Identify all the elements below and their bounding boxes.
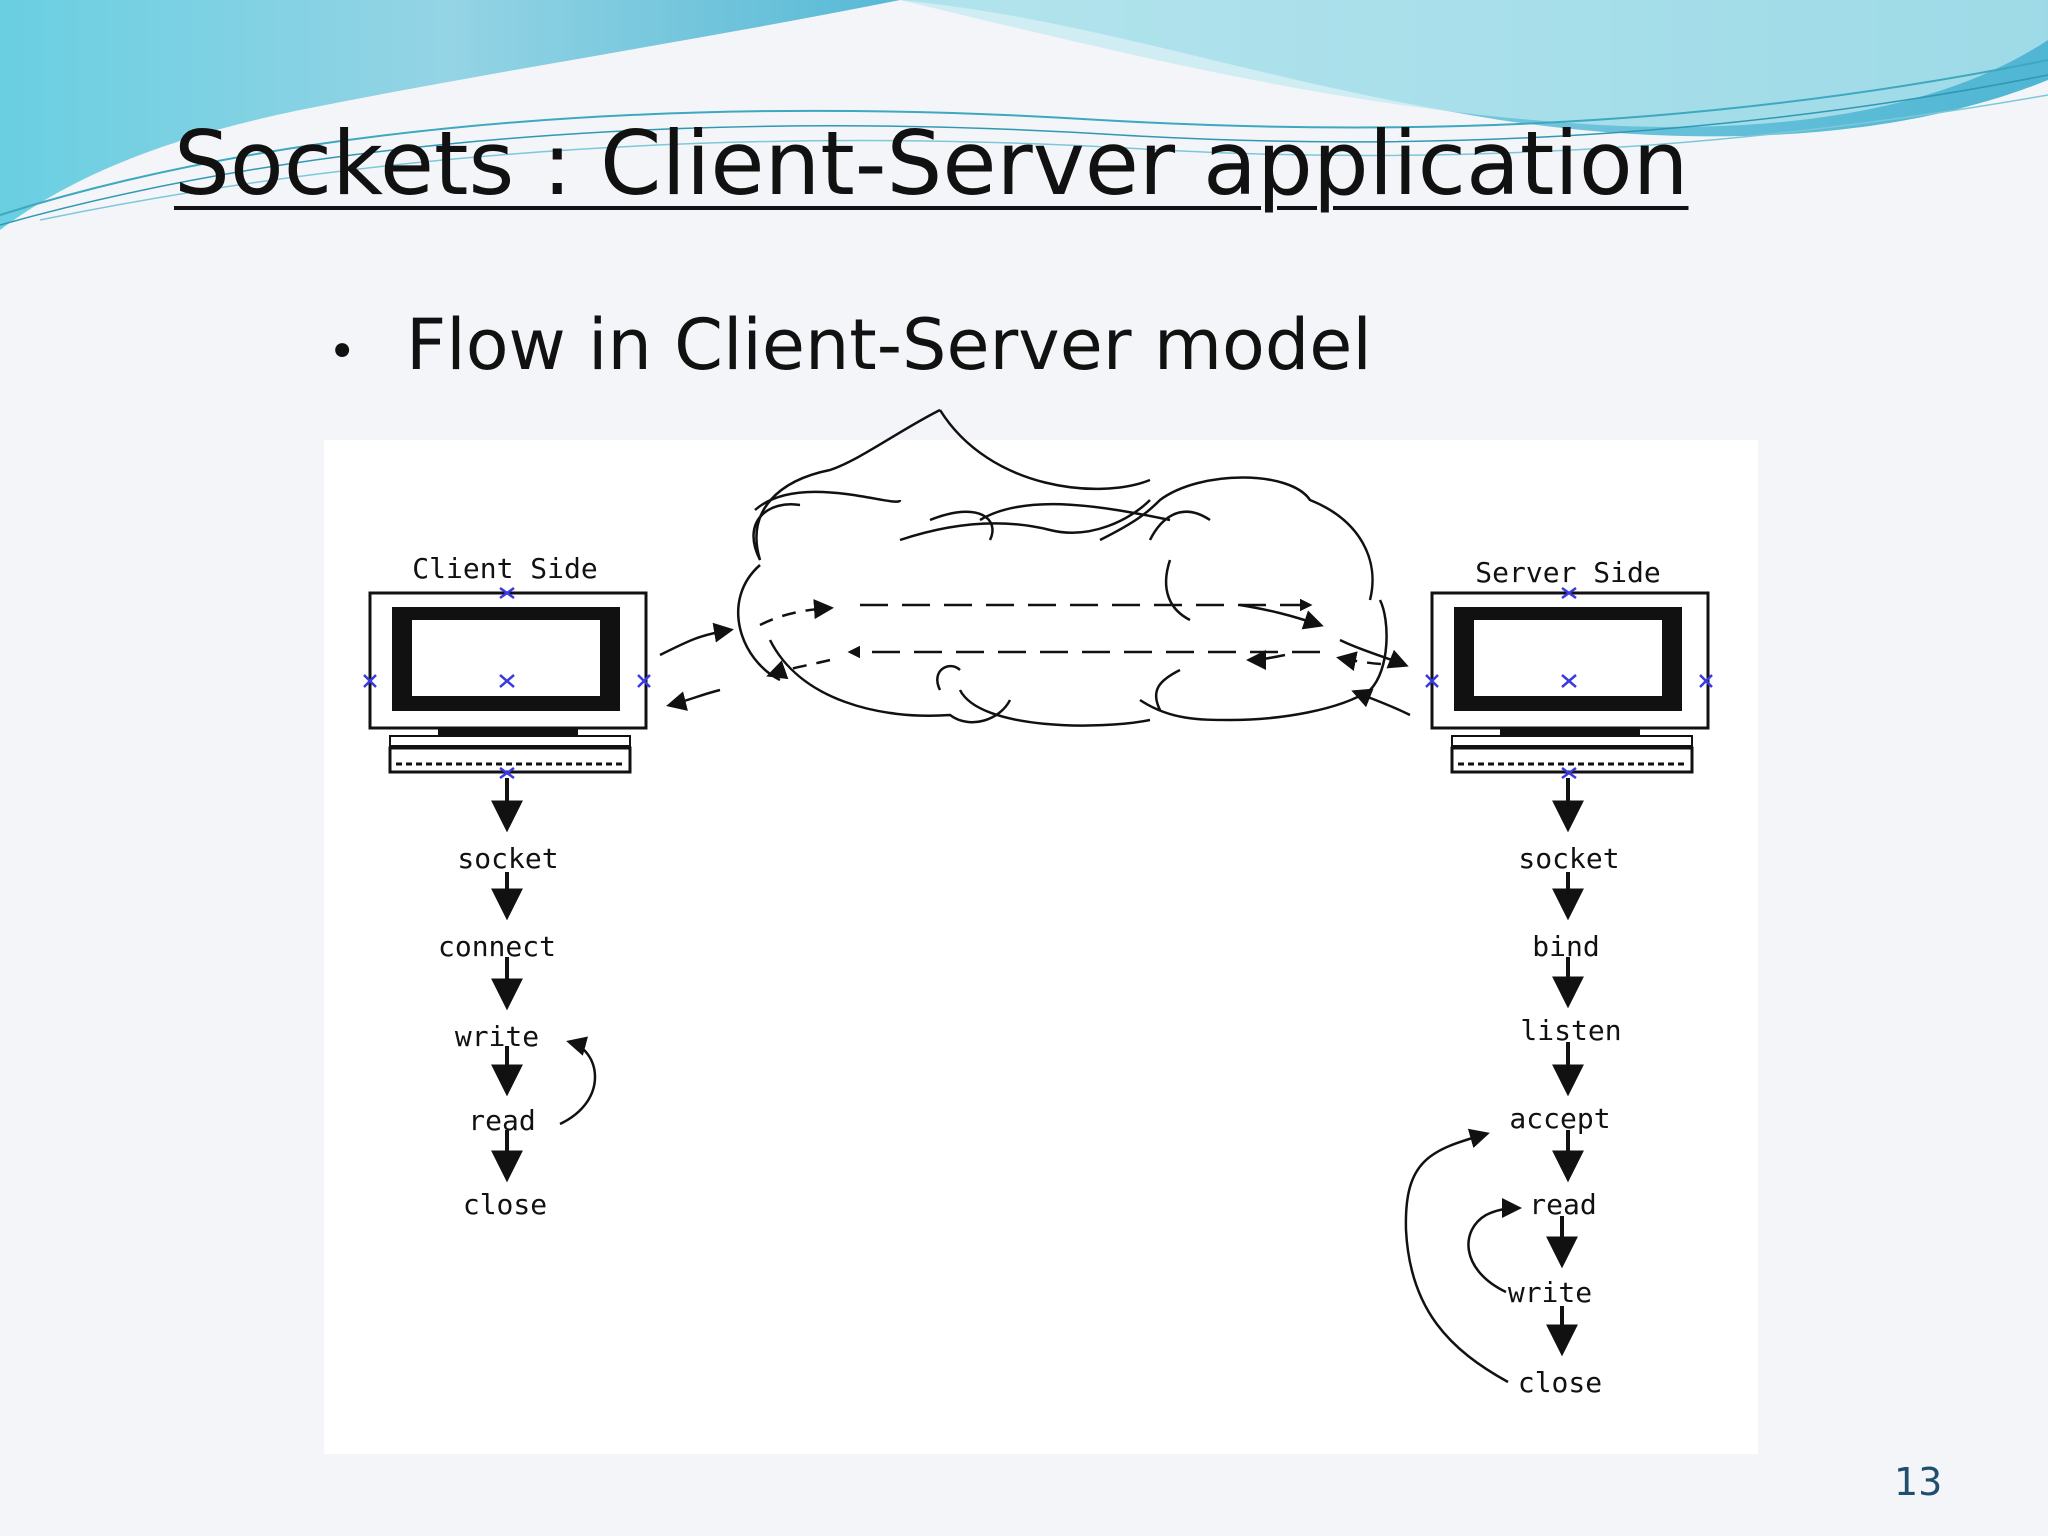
server-step: socket <box>1518 842 1619 875</box>
server-flow-arrows <box>1546 778 1584 1357</box>
network-cloud <box>736 408 1388 727</box>
page-number: 13 <box>1894 1460 1943 1504</box>
server-outer-loop-arrow <box>1404 1128 1509 1384</box>
server-computer-icon <box>1430 591 1710 774</box>
server-inner-loop-arrow <box>1467 1198 1522 1294</box>
server-selection-markers <box>1425 586 1713 780</box>
server-side-label: Server Side <box>1475 556 1660 589</box>
server-step: accept <box>1509 1102 1610 1135</box>
client-selection-markers <box>363 586 651 780</box>
client-side-label: Client Side <box>412 552 597 585</box>
server-step: read <box>1529 1188 1596 1221</box>
server-step: close <box>1518 1366 1602 1399</box>
header-wave-decoration <box>0 0 2048 230</box>
client-step: close <box>463 1188 547 1221</box>
message-arrows <box>659 598 1411 717</box>
bullet-text: Flow in Client-Server model <box>406 304 1372 386</box>
client-loop-arrow <box>559 1036 597 1126</box>
client-step: connect <box>438 930 556 963</box>
server-step: listen <box>1520 1014 1621 1047</box>
server-step: write <box>1508 1276 1592 1309</box>
client-step: read <box>468 1104 535 1137</box>
client-step: write <box>455 1020 539 1053</box>
server-step: bind <box>1532 930 1599 963</box>
client-step: socket <box>457 842 558 875</box>
client-computer-icon <box>368 591 648 774</box>
bullet-dot: • <box>328 324 357 380</box>
slide-title: Sockets : Client-Server application <box>174 112 1689 215</box>
